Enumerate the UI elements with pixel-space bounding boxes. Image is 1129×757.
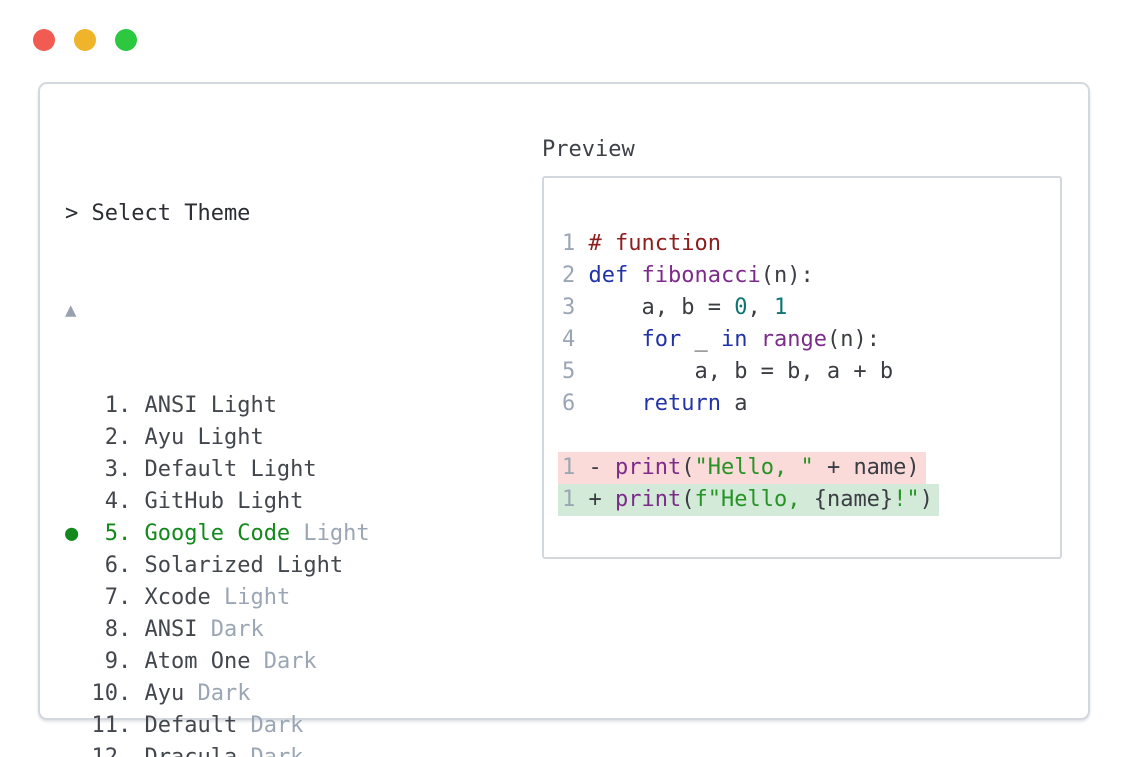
code-line: 3 a, b = 0, 1 <box>562 295 788 320</box>
line-number: 1 <box>562 455 589 480</box>
close-button[interactable] <box>33 29 55 51</box>
line-number: 6 <box>562 391 589 416</box>
theme-list-item[interactable]: 3. Default Light <box>65 454 846 486</box>
theme-items: 1. ANSI Light 2. Ayu Light 3. Default Li… <box>65 390 846 757</box>
line-number: 1 <box>562 487 589 512</box>
item-name: Xcode <box>144 585 211 610</box>
item-name: GitHub Light <box>144 489 304 514</box>
theme-list-item[interactable]: 8. ANSI Dark <box>65 614 846 646</box>
code-line: 6 return a <box>562 391 748 416</box>
item-number: 2. <box>65 425 145 450</box>
zoom-button[interactable] <box>115 29 137 51</box>
item-number: 3. <box>65 457 145 482</box>
code-line: 5 a, b = b, a + b <box>562 359 894 384</box>
item-variant: Dark <box>184 681 251 706</box>
item-name: Ayu Light <box>144 425 264 450</box>
item-name: Solarized Light <box>144 553 344 578</box>
item-number: 4. <box>65 489 145 514</box>
item-number: 11. <box>65 713 145 738</box>
theme-list-item[interactable]: 12. Dracula Dark <box>65 742 846 757</box>
item-name: Default Light <box>144 457 317 482</box>
preview-pane: Preview 1 # function 2 def fibonacci(n): 3… <box>542 134 1062 559</box>
item-variant: Dark <box>197 617 264 642</box>
item-number: 9. <box>65 649 145 674</box>
line-number: 5 <box>562 359 589 384</box>
code-blank-line <box>558 420 1054 452</box>
minimize-button[interactable] <box>74 29 96 51</box>
window-controls <box>33 29 137 51</box>
item-variant: Dark <box>237 745 303 757</box>
theme-list-item[interactable]: ● 5. Google Code Light <box>65 518 846 550</box>
item-number: 6. <box>65 553 145 578</box>
scroll-up-icon[interactable]: ▲ <box>65 299 77 321</box>
line-number: 1 <box>562 231 589 256</box>
theme-list-item[interactable]: 6. Solarized Light <box>65 550 846 582</box>
diff-line-del: 1 - print("Hello, " + name) <box>558 452 926 484</box>
theme-list-item[interactable]: 1. ANSI Light <box>65 390 846 422</box>
theme-list-item[interactable]: 4. GitHub Light <box>65 486 846 518</box>
theme-list-item[interactable]: 11. Default Dark <box>65 710 846 742</box>
code-line: 4 for _ in range(n): <box>562 327 880 352</box>
item-name: Google Code <box>144 521 291 546</box>
code-lines: 1 # function 2 def fibonacci(n): 3 a, b = … <box>558 228 1044 516</box>
theme-list-item[interactable]: 7. Xcode Light <box>65 582 846 614</box>
item-variant: Light <box>210 585 291 610</box>
item-number: 12. <box>65 745 144 757</box>
item-variant: Dark <box>237 713 304 738</box>
line-number: 4 <box>562 327 589 352</box>
code-line: 2 def fibonacci(n): <box>562 263 814 288</box>
theme-picker-dialog: > Select Theme ▲ 1. ANSI Light 2. Ayu Li… <box>38 82 1090 757</box>
line-number: 3 <box>562 295 589 320</box>
item-variant: Light <box>290 521 370 546</box>
item-number: 10. <box>65 681 145 706</box>
item-name: Ayu <box>144 681 185 706</box>
item-number: 8. <box>65 617 145 642</box>
line-number: 2 <box>562 263 589 288</box>
theme-list-item[interactable]: 10. Ayu Dark <box>65 678 846 710</box>
item-name: Dracula <box>144 745 237 757</box>
item-name: ANSI <box>144 617 198 642</box>
select-theme-prompt: > Select Theme <box>65 201 251 226</box>
item-name: ANSI Light <box>144 393 277 418</box>
theme-list-item[interactable]: 9. Atom One Dark <box>65 646 846 678</box>
selected-bullet-and-number: ● 5. <box>65 521 145 546</box>
item-number: 1. <box>65 393 145 418</box>
item-variant: Dark <box>250 649 317 674</box>
item-name: Atom One <box>144 649 251 674</box>
theme-list-item[interactable]: 2. Ayu Light <box>65 422 846 454</box>
code-line: 1 # function <box>562 231 721 256</box>
preview-title: Preview <box>542 137 635 162</box>
code-preview: 1 # function 2 def fibonacci(n): 3 a, b = … <box>542 176 1062 559</box>
item-name: Default <box>144 713 238 738</box>
diff-line-add: 1 + print(f"Hello, {name}!") <box>558 484 939 516</box>
theme-list: > Select Theme ▲ 1. ANSI Light 2. Ayu Li… <box>65 134 846 757</box>
item-number: 7. <box>65 585 145 610</box>
